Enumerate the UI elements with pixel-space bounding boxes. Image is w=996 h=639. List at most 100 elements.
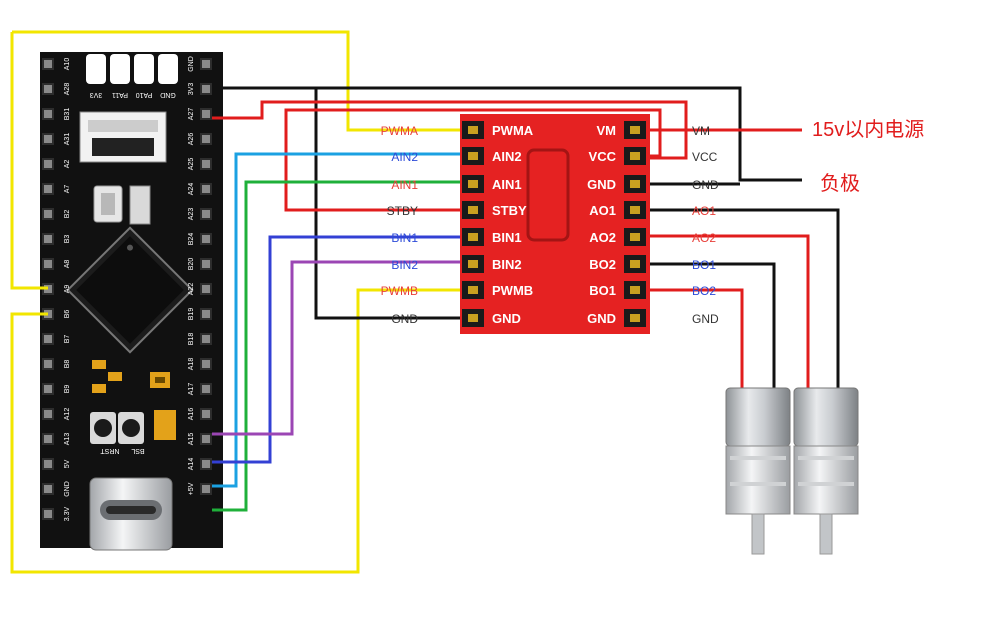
driver-pin-label: VCC [589, 149, 617, 164]
wire-red-stby [284, 108, 662, 212]
driver-pin-label: AIN1 [492, 177, 522, 192]
board-pin-label: B7 [64, 335, 71, 344]
board-pin-label: B3 [64, 235, 71, 244]
board-pin-label: B19 [188, 308, 195, 321]
signal-label-left: GND [391, 312, 418, 326]
signal-label-right: GND [692, 312, 719, 326]
board-pin-label: 3.3V [64, 506, 71, 521]
driver-pin-label: BIN1 [492, 230, 522, 245]
board-pin-label: A26 [188, 133, 195, 146]
driver-pin-label: BO2 [589, 257, 616, 272]
top-pin-label: GND [160, 91, 176, 98]
wire-cyan-ain2 [212, 152, 470, 488]
leds [92, 360, 170, 393]
board-pin-label: A10 [64, 58, 71, 71]
signal-label-left: AIN2 [391, 150, 418, 164]
board-pin-label: A17 [188, 383, 195, 396]
board-pin-label: B6 [64, 310, 71, 319]
wire-red-3v3 [212, 100, 688, 160]
wires [10, 30, 840, 574]
board-pin-label: A8 [64, 260, 71, 269]
board-pin-label: A13 [64, 433, 71, 446]
signal-label-left: PWMA [381, 124, 418, 138]
board-pin-label: B20 [188, 258, 195, 271]
board-pin-label: A2 [64, 160, 71, 169]
signal-label-right: GND [692, 178, 719, 192]
driver-pin-label: AO1 [589, 203, 616, 218]
driver-pin-label: AO2 [589, 230, 616, 245]
wire-black-gnd-top [212, 86, 802, 182]
driver-pin-label: PWMA [492, 123, 534, 138]
driver-pin-label: BO1 [589, 283, 616, 298]
wire-purple-bin2 [212, 260, 470, 436]
wire-yellow-loop [10, 32, 48, 290]
signal-label-right: VCC [692, 150, 718, 164]
board-pin-label: A7 [64, 185, 71, 194]
board-pin-label: 5V [64, 459, 71, 468]
driver-pin-label: GND [492, 311, 521, 326]
board-pin-label: A12 [64, 408, 71, 421]
driver-pin-label: BIN2 [492, 257, 522, 272]
board-pin-label: B31 [64, 108, 71, 121]
top-pin-label: PA10 [136, 91, 153, 98]
board-pin-label: B18 [188, 333, 195, 346]
buttons: NRST BSL [90, 410, 176, 454]
board-pin-label: A15 [188, 433, 195, 446]
wire-red-ao2 [630, 234, 810, 390]
wire-black-gnd-driver [314, 88, 470, 320]
signal-label-left: STBY [387, 204, 418, 218]
motor-left [725, 387, 791, 555]
board-pin-label: A23 [188, 208, 195, 221]
wire-black-ao1 [630, 208, 840, 390]
signal-label-left: BIN1 [391, 231, 418, 245]
component [129, 185, 151, 225]
driver-pin-label: GND [587, 177, 616, 192]
negative-note: 负极 [820, 172, 860, 195]
board-pin-label: GND [188, 56, 195, 72]
signal-label-left: AIN1 [391, 178, 418, 192]
driver-pin-label: STBY [492, 203, 527, 218]
board-pin-label: A24 [188, 183, 195, 196]
driver-pin-label: VM [597, 123, 617, 138]
driver-pin-label: PWMB [492, 283, 533, 298]
board-pin-label: A31 [64, 133, 71, 146]
main-chip [66, 226, 194, 354]
board-pin-label: A14 [188, 458, 195, 471]
board-pin-label: B8 [64, 360, 71, 369]
signal-label-left: BIN2 [391, 258, 418, 272]
wire-yellow-pwma [12, 30, 470, 132]
motor-right [793, 387, 859, 555]
top-pin-label: PA11 [112, 91, 128, 98]
wire-red-bo1 [630, 288, 744, 390]
board-pin-label: A18 [188, 358, 195, 371]
board-pin-label: A16 [188, 408, 195, 421]
signal-label-left: PWMB [381, 284, 418, 298]
board-pin-label: A9 [64, 285, 71, 294]
button-label: NRST [100, 447, 120, 454]
usb-c-port [89, 477, 173, 551]
board-pin-label: GND [64, 481, 71, 497]
wire-black-bo2 [630, 262, 776, 390]
wire-yellow-pwmb [10, 288, 470, 574]
board-pin-label: A25 [188, 158, 195, 171]
signal-label-right: BO2 [692, 284, 716, 298]
board-pin-label: B9 [64, 385, 71, 394]
board-pin-label: B24 [188, 233, 195, 246]
board-pin-label: A22 [188, 283, 195, 296]
driver-pin-label: GND [587, 311, 616, 326]
button-label: BSL [131, 447, 144, 454]
board-pin-label: A28 [64, 83, 71, 96]
signal-label-right: BO1 [692, 258, 716, 272]
wire-blue-bin1 [212, 235, 470, 464]
board-pin-label: A27 [188, 108, 195, 121]
board-pin-label: B2 [64, 210, 71, 219]
signal-label-right: VM [692, 124, 710, 138]
top-pin-label: 3V3 [90, 91, 103, 98]
